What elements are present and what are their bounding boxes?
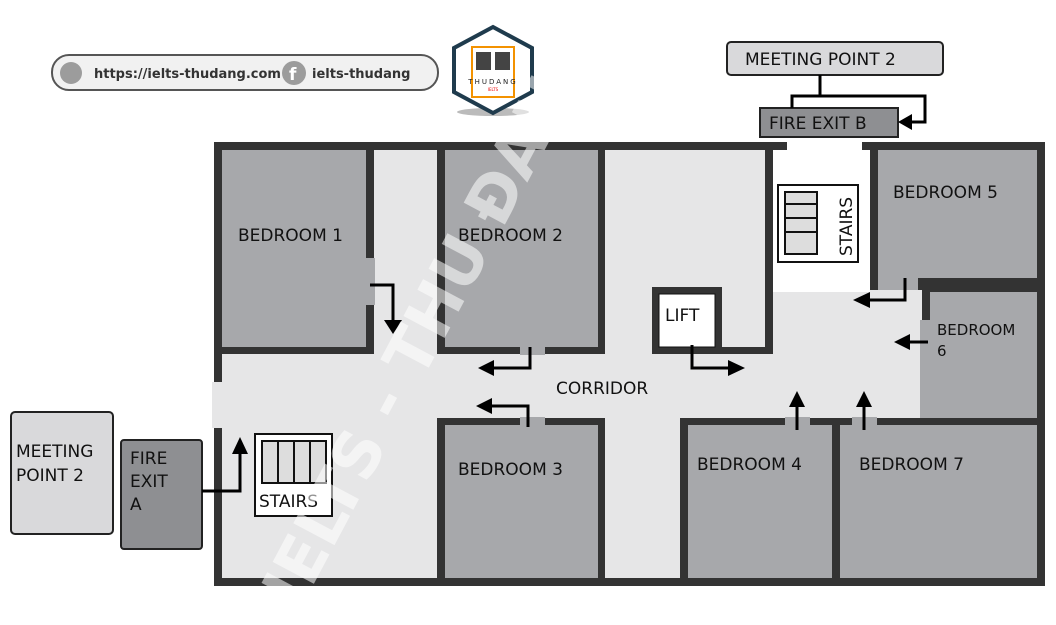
svg-text:STAIRS: STAIRS [837,197,857,256]
svg-text:BEDROOM 7: BEDROOM 7 [859,455,964,475]
bedroom-5: BEDROOM 5 [870,150,1037,290]
contact-bar: https://ielts-thudang.com f ielts-thudan… [51,54,439,91]
svg-text:FIRE EXIT B: FIRE EXIT B [769,114,867,134]
evacuation-arrows [202,75,928,493]
svg-text:BEDROOM 2: BEDROOM 2 [458,226,563,246]
svg-text:LIFT: LIFT [665,306,700,326]
facebook-icon [282,61,306,85]
stairs-bottom: STAIRS [254,433,333,517]
svg-text:A: A [130,495,142,515]
corridor-label: CORRIDOR [556,379,648,399]
svg-text:MEETING: MEETING [16,442,93,462]
facebook-link[interactable]: ielts-thudang [312,67,410,82]
meeting-point-left: MEETING POINT 2 [10,411,114,535]
svg-text:THUDANG: THUDANG [467,78,517,86]
website-globe-icon [60,62,82,84]
svg-text:BEDROOM 3: BEDROOM 3 [458,460,563,480]
bedroom-6: BEDROOM 6 [920,285,1037,425]
bedroom-3: BEDROOM 3 [437,417,605,578]
meeting-point-top: MEETING POINT 2 [726,41,944,76]
stairs-top: STAIRS [777,184,859,263]
svg-text:BEDROOM 1: BEDROOM 1 [238,226,343,246]
svg-text:BEDROOM: BEDROOM [937,321,1015,339]
arrow-heads [232,114,912,454]
lift: LIFT [652,287,722,354]
logo: THUDANG IELTS [452,24,534,116]
fire-exit-a: FIRE EXIT A [120,439,203,550]
svg-text:FIRE: FIRE [130,449,167,469]
svg-text:6: 6 [937,342,947,360]
fire-exit-b: FIRE EXIT B [759,107,899,138]
svg-text:IELTS: IELTS [488,87,499,92]
website-link[interactable]: https://ielts-thudang.com [94,67,281,82]
bedroom-2: BEDROOM 2 [437,150,605,355]
svg-text:BEDROOM 5: BEDROOM 5 [893,183,998,203]
bedroom-7: BEDROOM 7 [832,417,1037,578]
bedroom-1: BEDROOM 1 [222,150,375,354]
svg-text:STAIRS: STAIRS [259,492,318,512]
svg-text:EXIT: EXIT [130,472,168,492]
svg-text:MEETING POINT 2: MEETING POINT 2 [745,50,896,70]
svg-text:f: f [289,65,297,85]
svg-text:POINT 2: POINT 2 [16,466,84,486]
svg-text:BEDROOM 4: BEDROOM 4 [697,455,802,475]
bedroom-4: BEDROOM 4 [680,417,840,578]
